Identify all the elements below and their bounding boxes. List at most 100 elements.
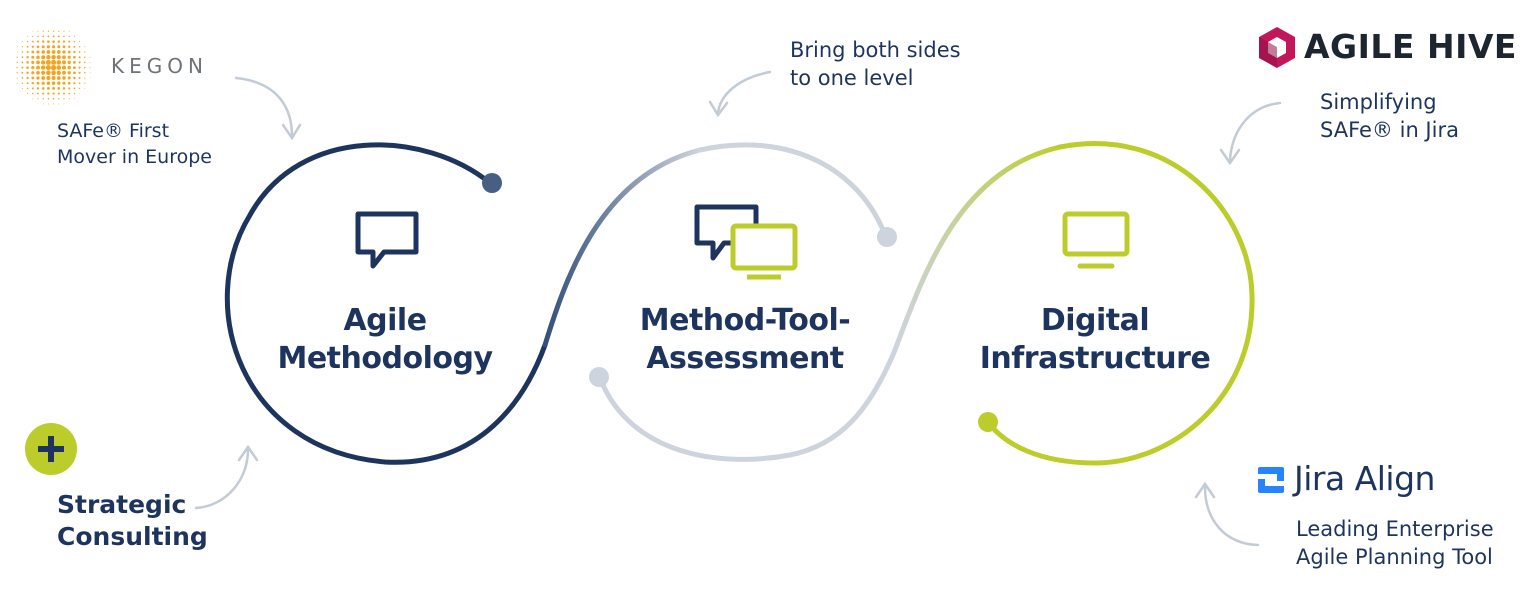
sunburst-dot [63, 30, 65, 32]
sunburst-dot [73, 35, 75, 37]
sunburst-dot [73, 66, 76, 69]
sunburst-dot [57, 35, 60, 38]
sunburst-dot [51, 59, 57, 65]
sunburst-dot [89, 56, 91, 58]
sunburst-dot [36, 70, 40, 75]
sunburst-dot [84, 56, 86, 58]
sunburst-dot [31, 76, 35, 80]
arrow-agile-hive [1219, 101, 1282, 166]
sunburst-dot [51, 70, 56, 76]
sunburst-dot [67, 76, 71, 80]
arrow-kegon [234, 76, 302, 141]
sunburst-dot [84, 77, 86, 79]
sunburst-dot [73, 82, 76, 85]
sunburst-dot [31, 45, 34, 48]
sunburst-dot [78, 56, 81, 59]
sunburst-dot [31, 87, 34, 90]
sunburst-dot [52, 92, 55, 95]
sunburst-dot [67, 71, 71, 75]
sunburst-dot [56, 60, 62, 65]
sunburst-dot [78, 66, 81, 69]
sunburst-dot [36, 76, 40, 80]
sunburst-dot [42, 35, 45, 38]
sunburst-dot [37, 92, 39, 95]
sunburst-dot [73, 87, 76, 90]
sunburst-dot [41, 50, 45, 54]
sunburst-dot [31, 40, 34, 43]
sunburst-dot [21, 56, 24, 59]
sunburst-dot [36, 55, 40, 59]
sunburst-dot [26, 45, 29, 48]
bring-both-note: Bring both sides to one level [790, 38, 961, 90]
sunburst-dot [73, 76, 76, 80]
arrow-bring-both [708, 70, 772, 118]
sunburst-dot [68, 92, 70, 95]
sunburst-dot [63, 103, 65, 105]
sunburst-dot [36, 81, 40, 85]
sunburst-dot [63, 92, 65, 95]
sunburst-dot [47, 92, 50, 95]
sunburst-dot [31, 60, 35, 64]
sunburst-dot [41, 70, 46, 75]
sunburst-dot [47, 103, 49, 105]
sunburst-dot [52, 45, 56, 49]
sunburst-dot [89, 77, 91, 79]
node-title-agile: Agile Methodology [277, 303, 493, 376]
sunburst-dot [62, 45, 66, 49]
arrow-jira-align [1194, 481, 1260, 547]
sunburst-dot [62, 76, 66, 80]
sunburst-dot [45, 59, 51, 65]
assessment-arc-top [697, 142, 888, 238]
sunburst-dot [21, 61, 24, 64]
sunburst-dot [58, 103, 60, 105]
sunburst-dot [46, 70, 51, 76]
sunburst-dot [78, 77, 81, 79]
sunburst-dot [51, 54, 56, 60]
sunburst-dot [79, 93, 81, 95]
sunburst-dot [51, 75, 56, 81]
sunburst-dot [73, 45, 76, 48]
sunburst-dot [68, 98, 70, 100]
sunburst-dot [56, 55, 61, 60]
connector-left [542, 147, 703, 348]
sunburst-dot [21, 87, 23, 89]
sunburst-dot [57, 92, 60, 95]
sunburst-dot [73, 61, 76, 64]
sunburst-dot [21, 71, 24, 74]
sunburst-dot [36, 45, 40, 49]
sunburst-dot [16, 56, 18, 58]
sunburst-dot [47, 87, 50, 90]
kegon-logo-text: KEGON [111, 54, 208, 78]
sunburst-dot [79, 41, 81, 43]
sunburst-dot [41, 60, 46, 65]
sunburst-dot [67, 50, 71, 54]
sunburst-dot [56, 65, 62, 70]
sunburst-dot [74, 98, 75, 100]
assessment-arc-bottom [597, 347, 898, 462]
sunburst-dot [84, 82, 86, 84]
sunburst-dot [47, 40, 50, 43]
sunburst-dot [16, 82, 18, 84]
agile-hive-logo-text: AGILE HIVE [1304, 27, 1517, 66]
sunburst-dot [78, 71, 81, 74]
agile-arc [224, 142, 548, 465]
sunburst-dot [73, 40, 76, 43]
sunburst-dot [73, 92, 76, 95]
sunburst-dot [57, 45, 61, 49]
sunburst-dot [62, 55, 66, 60]
sunburst-dot [46, 76, 51, 80]
sunburst-dot [89, 67, 91, 69]
sunburst-dot [16, 77, 18, 79]
sunburst-dot [62, 50, 66, 54]
sunburst-dot [31, 55, 35, 59]
sunburst-dot [46, 50, 51, 54]
sunburst-dot [36, 40, 40, 43]
sunburst-dot [42, 103, 44, 105]
plus-circle-icon [25, 423, 77, 475]
sunburst-dot [27, 93, 29, 95]
sunburst-dot [37, 98, 39, 100]
sunburst-dot [52, 30, 55, 32]
sunburst-dot [78, 82, 81, 84]
sunburst-dot [16, 61, 18, 64]
sunburst-dot [26, 50, 29, 54]
